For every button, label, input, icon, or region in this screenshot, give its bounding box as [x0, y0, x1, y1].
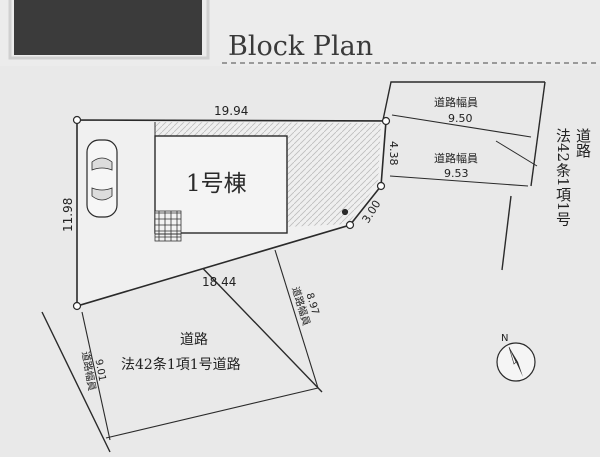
- right-road-name-col1: 法42条1項1号: [554, 128, 572, 227]
- parked-car-icon: [86, 139, 118, 218]
- swatch-frame: [8, 0, 210, 60]
- road-width-label-lower: 道路幅員: [434, 151, 478, 165]
- road-width-value-lower: 9.53: [444, 167, 469, 180]
- bottom-road-name-line2: 法42条1項1号道路: [121, 356, 241, 373]
- road-edge-right: [530, 81, 546, 187]
- road-leader-line: [495, 140, 538, 167]
- road-width-line-lower: [389, 175, 529, 187]
- bottom-road-width-dim-right: [274, 249, 319, 389]
- header-swatch: [14, 0, 202, 55]
- dim-bottom: 18.44: [202, 275, 236, 289]
- dim-right-upper: 4.38: [387, 141, 400, 166]
- road-edge-top: [382, 81, 545, 121]
- right-road-name-col2: 道路: [574, 128, 592, 158]
- road-width-label-upper: 道路幅員: [434, 95, 478, 109]
- bottom-left-road-width: 道路幅員 9.01: [79, 350, 108, 392]
- compass-north-label: N: [501, 333, 508, 344]
- entrance-stairs: [154, 210, 182, 242]
- corner-markers: [72, 115, 391, 311]
- page-title: Block Plan: [228, 31, 373, 62]
- bottom-road-edge-right: [189, 254, 323, 393]
- bottom-right-road-width: 道路幅員 8.97: [289, 285, 320, 327]
- dim-top: 19.94: [214, 104, 248, 118]
- bottom-road-line: [105, 387, 319, 439]
- road-edge-right-lower: [501, 195, 512, 271]
- bottom-road-edge-left: [41, 311, 111, 453]
- bottom-road-width-dim-left: [81, 311, 111, 441]
- dim-left: 11.98: [61, 198, 75, 232]
- road-width-value-upper: 9.50: [448, 112, 473, 125]
- road-width-line-upper: [391, 114, 532, 138]
- bottom-left-road-width-value: 9.01: [93, 358, 108, 382]
- building-label: 1号棟: [186, 171, 247, 197]
- bottom-road-name-line1: 道路: [180, 332, 208, 348]
- north-compass-icon: N: [496, 333, 536, 382]
